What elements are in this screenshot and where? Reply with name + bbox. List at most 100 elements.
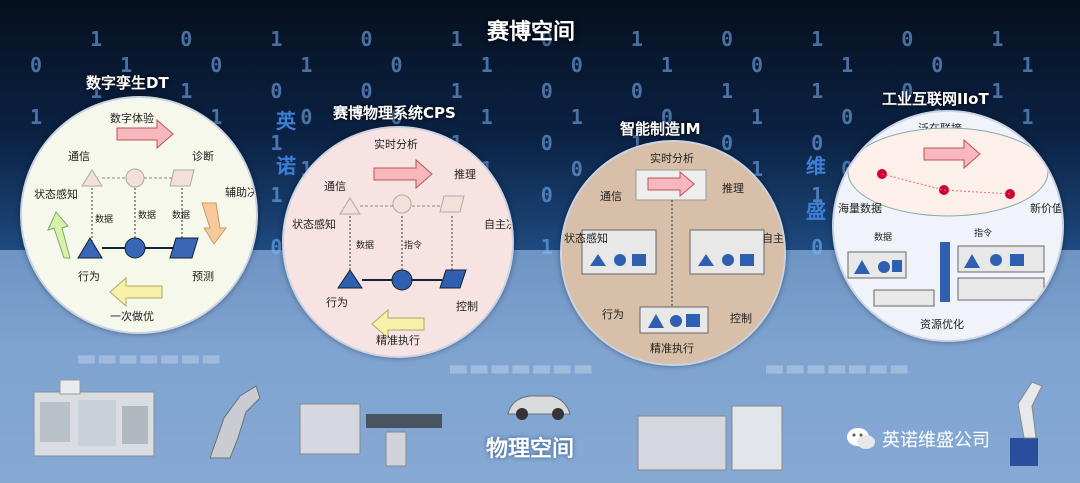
cell-box-left [581,229,657,275]
production-equipment-image [637,405,783,471]
im-top: 实时分析 [650,151,694,165]
circle-node-icon [670,315,682,327]
triangle-icon [854,260,870,274]
parallelogram-icon [686,314,700,327]
dt-assist: 辅助决策 [225,185,256,199]
cps-top: 实时分析 [374,137,418,151]
up-arrow-icon [47,211,71,259]
dt-data3: 数据 [172,209,190,220]
dt-data2: 数据 [138,209,156,220]
square-icon [1010,254,1024,266]
iiot-optimize: 资源优化 [920,317,964,331]
faded-label-2: ▬▬▬▬▬▬▬ [448,356,594,381]
cps-cmd: 指令 [404,239,422,250]
cps-auto: 自主决策 [484,217,512,231]
parallelogram-icon [439,269,467,289]
im-comm: 通信 [600,190,622,203]
circle-node-icon [878,261,890,273]
square-icon [892,260,902,272]
iiot-data: 数据 [874,231,892,242]
cps-act: 行为 [326,296,348,309]
flow-arrow-icon [923,138,981,170]
vertical-char-2: 诺 [276,154,296,178]
panel-title-dt: 数字孪生DT [86,74,169,92]
triangle-icon [77,237,103,259]
column-icon [940,242,950,302]
circle-node-icon [392,194,412,214]
assembly-line-image [299,403,442,467]
brand-watermark: 英诺维盛公司 [846,426,990,452]
iiot-value: 新价值链 [1030,201,1062,215]
parallelogram-icon [632,254,646,266]
im-exec: 精准执行 [650,341,694,355]
cyber-space-title: 赛博空间 [487,20,576,45]
dt-state: 状态感知 [34,187,78,201]
triangle-icon [590,254,606,266]
iiot-mass: 海量数据 [838,201,882,215]
factory-machine-image [33,379,155,457]
cps-data: 数据 [356,239,374,250]
cps-exec: 精准执行 [376,333,420,347]
left-arrow-icon [109,276,163,308]
dt-opt: 一次做优 [110,309,154,323]
im-act: 行为 [602,308,624,321]
circle-node-icon [125,168,145,188]
im-reason: 推理 [722,181,744,195]
faded-label-1: ▬▬▬▬▬▬▬ [76,346,222,371]
cps-comm: 通信 [324,180,346,193]
cell-box-right [689,229,765,275]
left-arrow-icon [371,308,425,340]
triangle-icon [339,197,361,215]
panel-iiot: 泛在联接 海量数据 新价值链 数据 指令 资源优化 [832,110,1064,342]
iiot-cmd: 指令 [974,227,992,238]
triangle-icon [337,269,363,289]
panel-dt: 数字体验 通信 诊断 数据 数据 数据 状态感知 辅助决策 行为 预测 [20,96,258,334]
dt-data1: 数据 [95,213,113,224]
triangle-icon [964,254,980,268]
triangle-icon [81,169,103,187]
panel-title-iiot: 工业互联网IIoT [882,90,989,108]
flow-arrow-icon [647,170,695,198]
cell-box [957,277,1045,301]
brand-name: 英诺维盛公司 [882,430,990,450]
dt-comm: 通信 [68,150,90,163]
vertical-char-1: 英 [276,109,296,133]
im-auto: 自主决策 [762,231,784,245]
parallelogram-icon [439,195,465,213]
cps-state: 状态感知 [292,217,336,231]
circle-node-icon [990,254,1002,266]
parallelogram-icon [169,169,195,187]
car-image [507,395,571,420]
circle-node-icon [391,269,413,291]
circle-node-icon [722,254,734,266]
panel-im: 实时分析 通信 推理 状态感知 自主决策 行为 控制 精准执行 [560,140,786,366]
panel-title-im: 智能制造IM [620,120,701,138]
circle-node-icon [614,254,626,266]
physical-space-title: 物理空间 [486,437,575,462]
robot-hand-image [209,385,261,459]
wechat-icon [847,428,875,449]
cps-control: 控制 [456,299,478,313]
triangle-icon [698,254,714,266]
flow-arrow-icon [373,158,433,190]
dt-diag: 诊断 [192,149,214,163]
parallelogram-icon [169,237,199,259]
cell-box [873,289,935,307]
vertical-char-4: 盛 [806,199,826,223]
industrial-robot-image [1010,381,1043,466]
cps-reason: 推理 [454,167,476,181]
dt-top: 数字体验 [110,111,154,125]
panel-cps: 实时分析 通信 推理 状态感知 自主决策 数据 指令 行为 控制 精准执行 [282,126,514,358]
dt-predict: 预测 [192,270,214,283]
panel-title-cps: 赛博物理系统CPS [333,104,456,122]
node-icon [1005,189,1015,199]
flow-arrow-icon [116,118,174,150]
triangle-icon [648,314,664,328]
down-arrow-icon [201,202,227,245]
cloud-shape [847,127,1049,217]
circle-node-icon [124,237,146,259]
im-control: 控制 [730,311,752,325]
vertical-char-3: 维 [806,154,826,178]
parallelogram-icon [740,254,754,266]
